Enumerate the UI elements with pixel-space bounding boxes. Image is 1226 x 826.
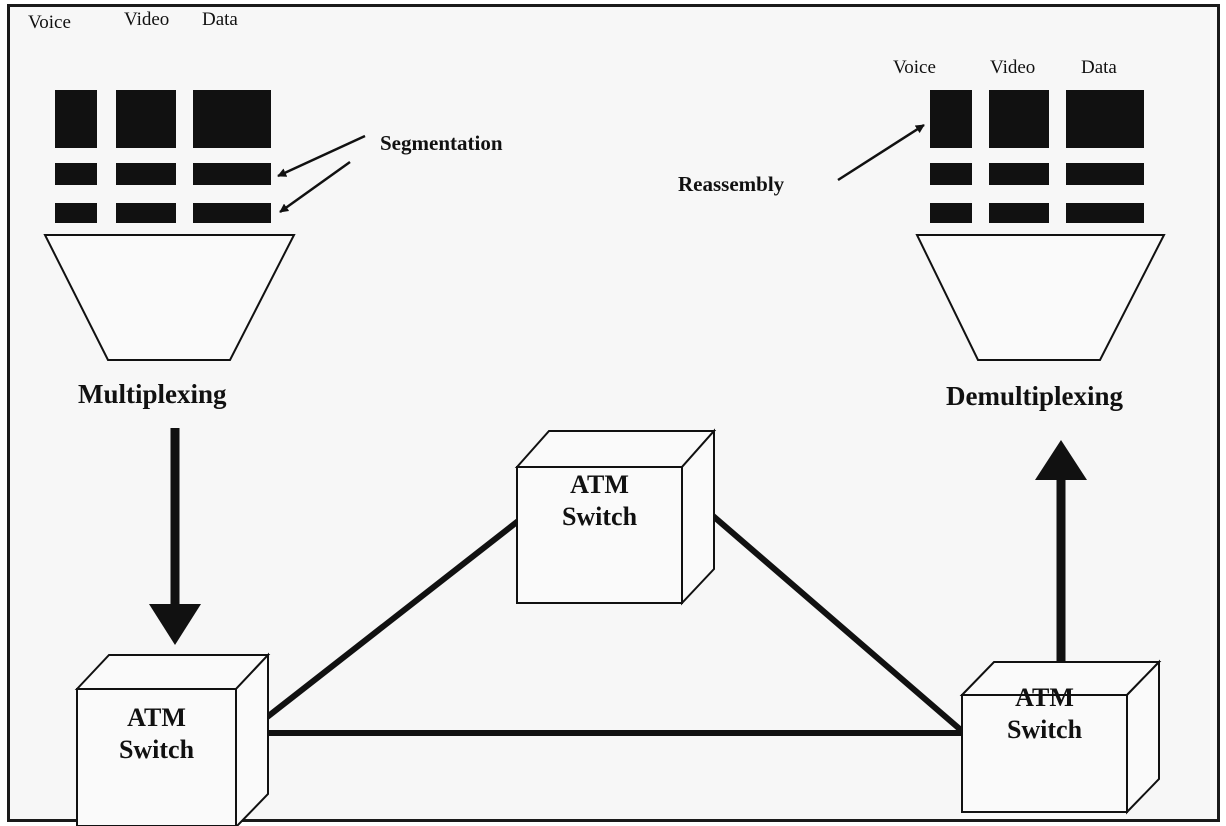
link-left-center	[246, 515, 524, 735]
dest-video-label: Video	[990, 57, 1036, 78]
atm-switch-left	[74, 652, 271, 826]
reassembly-arrow	[837, 123, 925, 182]
segmentation-label: Segmentation	[380, 131, 503, 155]
up-arrow-head	[1035, 440, 1087, 480]
demultiplexing-label: Demultiplexing	[946, 381, 1124, 411]
source-video-label: Video	[124, 9, 170, 30]
down-arrow-head	[149, 604, 201, 645]
center-switch-line2: Switch	[561, 502, 638, 531]
dest-voice-label: Voice	[893, 57, 936, 78]
right-switch-line1: ATM	[1015, 683, 1074, 712]
dest-video-block	[989, 90, 1049, 148]
center-switch-line1: ATM	[570, 470, 629, 499]
source-video-block	[116, 90, 176, 148]
source-cells	[55, 90, 271, 223]
left-switch-line2: Switch	[118, 735, 195, 764]
left-switch-line1: ATM	[127, 703, 186, 732]
multiplexing-label: Multiplexing	[78, 379, 227, 409]
destination-cells	[930, 90, 1144, 223]
center-switch-label: ATM Switch	[517, 469, 682, 533]
source-voice-block	[55, 90, 97, 148]
atm-switch-right	[959, 659, 1162, 815]
dest-data-label: Data	[1081, 57, 1117, 78]
atm-switch-center	[514, 428, 717, 606]
left-switch-label: ATM Switch	[77, 702, 236, 766]
multiplexer-funnel	[43, 234, 296, 361]
link-center-right	[696, 500, 964, 734]
right-switch-label: ATM Switch	[962, 682, 1127, 746]
dest-data-block	[1066, 90, 1144, 148]
dest-voice-block	[930, 90, 972, 148]
source-data-block	[193, 90, 271, 148]
segmentation-arrow-2	[279, 160, 351, 214]
source-voice-label: Voice	[28, 12, 71, 33]
right-switch-line2: Switch	[1006, 715, 1083, 744]
source-data-label: Data	[202, 9, 238, 30]
segmentation-arrow-1	[277, 134, 366, 178]
demultiplexer-funnel	[915, 234, 1166, 361]
reassembly-label: Reassembly	[678, 172, 785, 196]
